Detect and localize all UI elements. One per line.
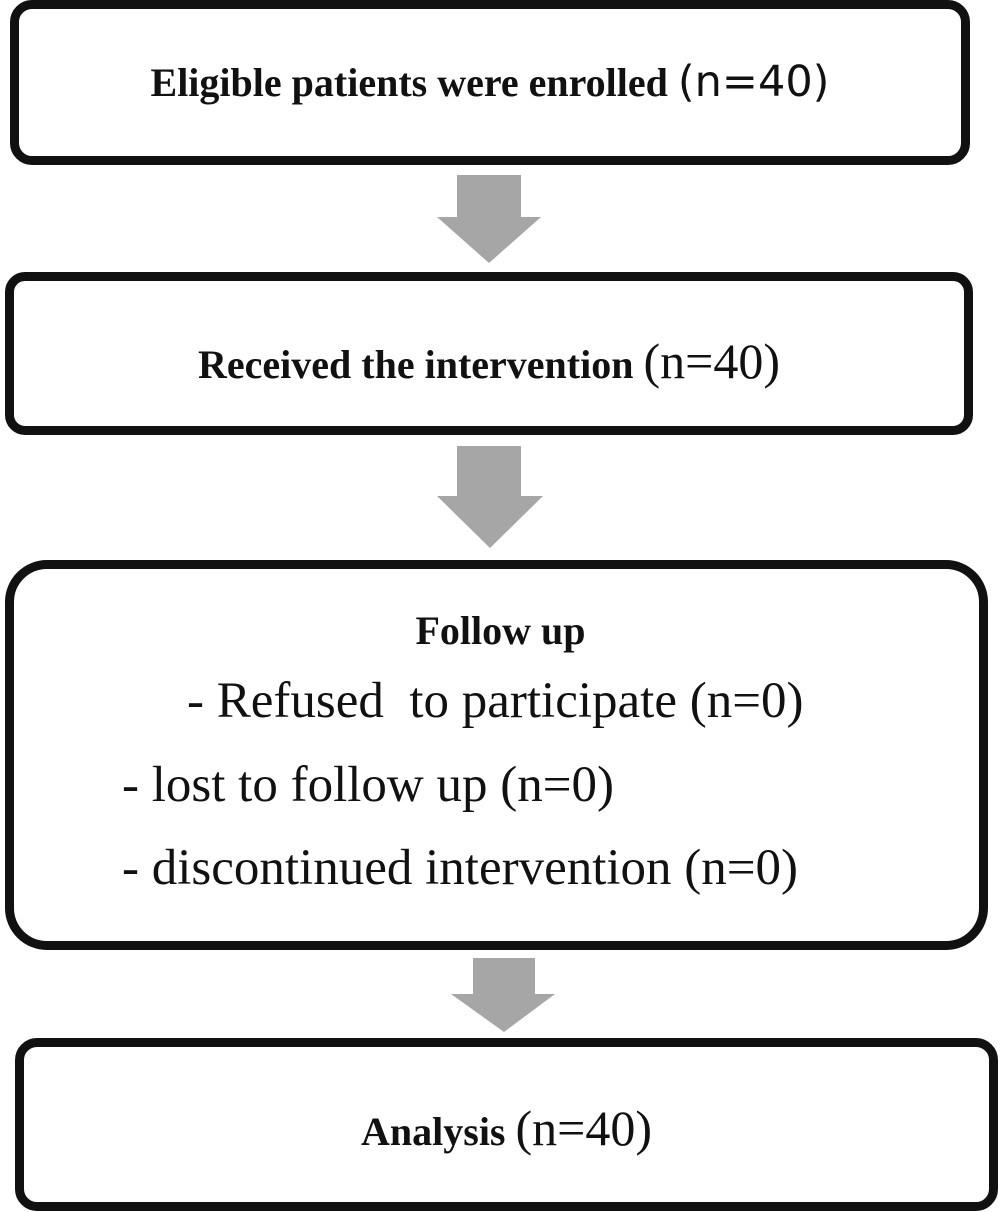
enrolled-count: (n=40) [677,57,830,107]
analysis-box-text: Analysis (n=40) [24,1099,989,1157]
analysis-count: (n=40) [515,1100,653,1156]
enrolled-label: Eligible patients were enrolled [150,60,678,105]
followup-title: Follow up [415,608,586,653]
intervention-label: Received the intervention [198,342,644,387]
intervention-box-text: Received the intervention (n=40) [14,332,964,390]
intervention-count: (n=40) [643,333,780,389]
enrolled-box: Eligible patients were enrolled (n=40) [10,0,970,165]
analysis-box: Analysis (n=40) [15,1038,998,1211]
enrolled-box-text: Eligible patients were enrolled (n=40) [19,57,961,107]
followup-item-refused: - Refused to participate (n=0) [187,673,804,729]
analysis-label: Analysis [361,1109,516,1154]
followup-box: Follow up - Refused to participate (n=0)… [5,560,988,950]
down-arrow-icon [437,175,541,263]
followup-item-discontinued: - discontinued intervention (n=0) [122,840,799,896]
down-arrow-icon [451,958,555,1032]
intervention-box: Received the intervention (n=40) [5,272,973,435]
down-arrow-icon [437,446,543,548]
followup-item-lost: - lost to follow up (n=0) [122,757,614,813]
